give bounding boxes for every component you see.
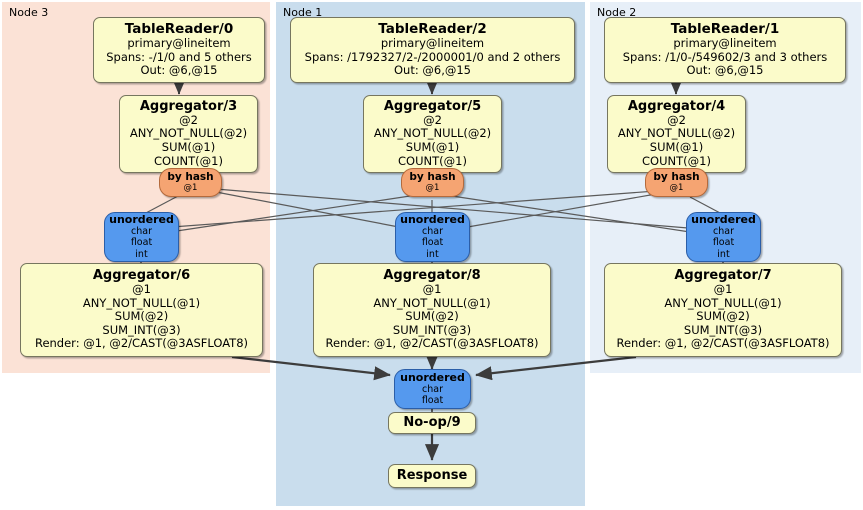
node-line: Render: @1, @2/CAST(@3ASFLOAT8) — [34, 336, 249, 351]
node-title: TableReader/0 — [124, 21, 234, 38]
node-aggregator-7[interactable]: Aggregator/7 @1 ANY_NOT_NULL(@1) SUM(@2)… — [604, 263, 842, 357]
sync-title: unordered — [691, 213, 756, 227]
node-line: ANY_NOT_NULL(@2) — [373, 126, 492, 141]
router-title: by hash — [653, 170, 700, 183]
router-line: @1 — [669, 183, 684, 194]
node-line: SUM_INT(@3) — [102, 322, 181, 337]
node-line: primary@lineitem — [380, 35, 485, 50]
node-aggregator-8[interactable]: Aggregator/8 @1 ANY_NOT_NULL(@1) SUM(@2)… — [313, 263, 551, 357]
node-line: SUM(@1) — [649, 140, 704, 155]
node-line: SUM(@2) — [114, 309, 169, 324]
node-no-op-9[interactable]: No-op/9 — [388, 412, 476, 434]
node-line: SUM(@2) — [405, 309, 459, 324]
sync-line: char — [422, 226, 443, 238]
sync-title: unordered — [109, 213, 174, 227]
node-title: Aggregator/6 — [92, 268, 191, 284]
sync-unordered-final[interactable]: unordered char float — [394, 369, 471, 409]
sync-title: unordered — [400, 370, 465, 384]
node-line: COUNT(@1) — [642, 153, 711, 168]
node-line: primary@lineitem — [127, 35, 231, 50]
node-title: TableReader/1 — [670, 21, 780, 38]
sync-line: char — [422, 383, 443, 395]
node-line: SUM(@2) — [696, 309, 750, 324]
sync-unordered-middle[interactable]: unordered char float int — [395, 212, 470, 262]
sync-line: float — [421, 394, 444, 406]
node-line: Out: @6,@15 — [394, 63, 471, 78]
node-line: Spans: /1/0-/549602/3 and 3 others — [622, 49, 828, 64]
router-line: @1 — [425, 183, 440, 194]
node-title: Aggregator/5 — [383, 98, 482, 114]
sync-line: char — [713, 226, 734, 238]
node-line: Spans: /1792327/2-/2000001/0 and 2 other… — [304, 49, 561, 64]
node-aggregator-6[interactable]: Aggregator/6 @1 ANY_NOT_NULL(@1) SUM(@2)… — [20, 263, 263, 357]
node-tablereader-0[interactable]: TableReader/0 primary@lineitem Spans: -/… — [93, 17, 265, 83]
node-tablereader-2[interactable]: TableReader/2 primary@lineitem Spans: /1… — [290, 17, 575, 83]
node-line: @1 — [713, 282, 733, 297]
node-line: @2 — [423, 112, 442, 127]
node-title: Aggregator/4 — [627, 98, 726, 114]
node-response[interactable]: Response — [388, 464, 476, 488]
node-line: SUM_INT(@3) — [683, 322, 763, 337]
sync-line: char — [131, 226, 152, 238]
router-by-hash-right[interactable]: by hash @1 — [645, 168, 708, 197]
sync-line: int — [717, 248, 730, 260]
node-title: Aggregator/3 — [139, 98, 238, 114]
sync-line: int — [135, 248, 148, 260]
node-title: Aggregator/7 — [674, 268, 772, 284]
node-line: SUM(@1) — [405, 140, 460, 155]
router-line: @1 — [183, 183, 198, 194]
node-line: @2 — [179, 112, 198, 127]
sync-line: float — [421, 237, 444, 249]
node-line: COUNT(@1) — [154, 153, 223, 168]
node-line: primary@lineitem — [673, 35, 777, 50]
node-title: No-op/9 — [403, 414, 461, 430]
node-line: Out: @6,@15 — [140, 63, 218, 78]
node-line: ANY_NOT_NULL(@1) — [82, 295, 201, 310]
node-line: Out: @6,@15 — [686, 63, 764, 78]
node-aggregator-4[interactable]: Aggregator/4 @2 ANY_NOT_NULL(@2) SUM(@1)… — [607, 95, 746, 173]
node-title: Response — [396, 467, 468, 483]
sync-line: float — [712, 237, 735, 249]
node-line: ANY_NOT_NULL(@1) — [664, 295, 782, 310]
panel-label-node2: Node 2 — [597, 6, 637, 19]
node-line: ANY_NOT_NULL(@1) — [373, 295, 491, 310]
node-line: Spans: -/1/0 and 5 others — [106, 49, 252, 64]
node-line: @1 — [132, 282, 151, 297]
sync-line: float — [130, 237, 153, 249]
node-aggregator-5[interactable]: Aggregator/5 @2 ANY_NOT_NULL(@2) SUM(@1)… — [363, 95, 502, 173]
router-title: by hash — [409, 170, 456, 183]
node-aggregator-3[interactable]: Aggregator/3 @2 ANY_NOT_NULL(@2) SUM(@1)… — [119, 95, 258, 173]
panel-label-node1: Node 1 — [283, 6, 323, 19]
node-line: ANY_NOT_NULL(@2) — [129, 126, 248, 141]
node-title: Aggregator/8 — [383, 268, 481, 284]
node-tablereader-1[interactable]: TableReader/1 primary@lineitem Spans: /1… — [604, 17, 846, 83]
sync-title: unordered — [400, 213, 465, 227]
sync-unordered-right[interactable]: unordered char float int — [686, 212, 761, 262]
node-line: @2 — [667, 112, 686, 127]
node-line: Render: @1, @2/CAST(@3ASFLOAT8) — [616, 336, 830, 351]
panel-label-node3: Node 3 — [9, 6, 49, 19]
sync-line: int — [426, 248, 439, 260]
node-line: SUM(@1) — [161, 140, 216, 155]
node-line: ANY_NOT_NULL(@2) — [617, 126, 736, 141]
node-line: Render: @1, @2/CAST(@3ASFLOAT8) — [325, 336, 539, 351]
router-by-hash-left[interactable]: by hash @1 — [159, 168, 222, 197]
node-title: TableReader/2 — [378, 21, 487, 38]
node-line: @1 — [422, 282, 442, 297]
router-title: by hash — [167, 170, 214, 183]
router-by-hash-middle[interactable]: by hash @1 — [401, 168, 464, 197]
sync-unordered-left[interactable]: unordered char float int — [104, 212, 179, 262]
node-line: SUM_INT(@3) — [392, 322, 472, 337]
node-line: COUNT(@1) — [398, 153, 467, 168]
